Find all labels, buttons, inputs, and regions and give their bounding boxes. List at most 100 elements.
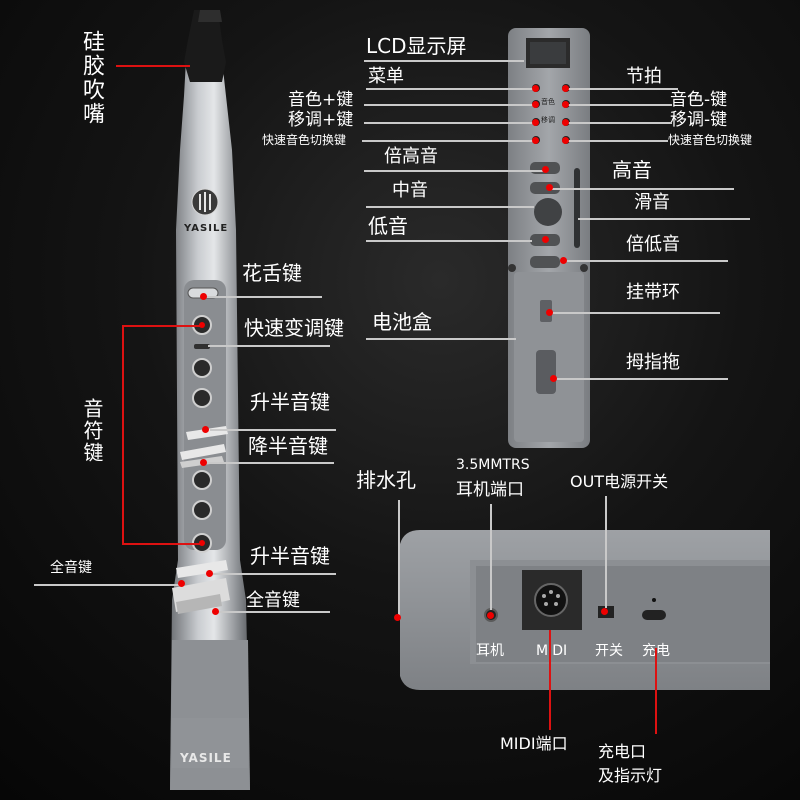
drain-hole-label: 排水孔 <box>356 468 416 492</box>
slide-label: 滑音 <box>634 192 670 213</box>
middle-label: 中音 <box>392 180 428 201</box>
beat-leader <box>568 88 678 90</box>
flat-key-marker <box>200 459 207 466</box>
tone-minus-leader <box>568 104 672 106</box>
midi-port-label: MIDI端口 <box>500 734 568 753</box>
port-headphone-label: 耳机 <box>476 643 504 659</box>
tone-minus-label: 音色-键 <box>670 90 728 110</box>
strap-ring-label: 挂带环 <box>626 282 680 303</box>
sharp-key-2-marker <box>206 570 213 577</box>
low-leader <box>366 240 532 242</box>
quick-tone-right-marker <box>562 137 569 144</box>
power-switch-label: OUT电源开关 <box>570 472 669 491</box>
transpose-button-mark: 移调 <box>541 116 555 124</box>
headphone-port-leader <box>490 504 492 610</box>
drain-hole-leader <box>398 500 400 618</box>
note-keys-bracket <box>122 325 124 545</box>
strap-ring-marker <box>546 309 553 316</box>
full-key-2-label: 全音键 <box>246 590 300 611</box>
octave-high-label: 倍高音 <box>384 146 438 167</box>
menu-label: 菜单 <box>368 66 404 87</box>
mouthpiece-label: 硅胶吹嘴 <box>79 30 104 126</box>
octave-high-marker <box>542 166 549 173</box>
headphone-spec-label: 3.5MMTRS <box>456 457 530 473</box>
flat-key-label: 降半音键 <box>248 434 328 458</box>
transpose-plus-leader <box>364 122 534 124</box>
low-label: 低音 <box>368 214 408 238</box>
octave-low-marker <box>560 257 567 264</box>
octave-high-leader <box>364 170 546 172</box>
menu-marker <box>532 85 539 92</box>
quick-transpose-label: 快速变调键 <box>244 316 344 340</box>
transpose-plus-marker <box>532 119 539 126</box>
mouthpiece-leader <box>116 65 190 67</box>
thumb-rest-marker <box>550 375 557 382</box>
lcd-label: LCD显示屏 <box>366 34 467 58</box>
transpose-minus-label: 移调-键 <box>670 110 728 130</box>
flat-key-leader <box>204 462 334 464</box>
tone-plus-marker <box>532 101 539 108</box>
tongue-key-label: 花舌键 <box>242 261 302 285</box>
battery-box-label: 电池盒 <box>372 310 432 334</box>
thumb-rest-label: 拇指拖 <box>626 352 680 373</box>
lcd-leader <box>364 60 524 62</box>
sharp-key-1-marker <box>202 426 209 433</box>
quick-tone-left-label: 快速音色切换键 <box>262 133 347 147</box>
high-label: 高音 <box>612 158 652 182</box>
headphone-port-marker <box>487 612 494 619</box>
sharp-key-1-label: 升半音键 <box>250 390 330 414</box>
brand-logo-top: YASILE <box>184 223 229 234</box>
note-keys-label: 音符键 <box>80 398 104 464</box>
tone-plus-leader <box>364 104 534 106</box>
tongue-key-leader <box>204 296 322 298</box>
charge-port-label-2: 及指示灯 <box>598 766 663 785</box>
beat-label: 节拍 <box>626 66 662 87</box>
octave-low-label: 倍低音 <box>626 234 680 255</box>
beat-marker <box>562 85 569 92</box>
full-key-2-marker <box>212 608 219 615</box>
full-key-1-marker <box>178 580 185 587</box>
octave-low-leader <box>562 260 728 262</box>
bottom-view <box>400 530 770 690</box>
low-marker <box>542 236 549 243</box>
quick-tone-left-marker <box>532 137 539 144</box>
port-switch-label: 开关 <box>595 643 623 659</box>
transpose-plus-label: 移调+键 <box>288 110 354 130</box>
power-switch-leader <box>605 496 607 608</box>
charge-port-leader <box>655 648 657 734</box>
instrument-body <box>170 10 250 790</box>
middle-leader <box>366 206 534 208</box>
control-panel <box>508 28 590 448</box>
power-switch-marker <box>601 608 608 615</box>
quick-tone-left-leader <box>362 140 534 142</box>
port-midi-label: MIDI <box>536 643 568 659</box>
note-keys-bracket-top <box>122 325 200 327</box>
strap-ring-leader <box>552 312 720 314</box>
quick-tone-right-label: 快速音色切换键 <box>668 133 753 147</box>
full-key-2-leader <box>216 611 330 613</box>
full-key-1-leader <box>34 584 184 586</box>
sharp-key-2-label: 升半音键 <box>250 544 330 568</box>
sharp-key-1-leader <box>210 429 336 431</box>
note-keys-bracket-bottom <box>122 543 200 545</box>
full-key-1-label: 全音键 <box>50 560 92 576</box>
transpose-minus-leader <box>568 122 672 124</box>
drain-hole-marker <box>394 614 401 621</box>
tone-plus-label: 音色+键 <box>288 90 354 110</box>
thumb-rest-leader <box>556 378 728 380</box>
tone-minus-marker <box>562 101 569 108</box>
tone-button-mark: 音色 <box>541 98 555 106</box>
brand-logo-bottom: YASILE <box>180 751 232 765</box>
quick-tone-right-leader <box>568 140 668 142</box>
transpose-minus-marker <box>562 119 569 126</box>
tongue-key-marker <box>200 293 207 300</box>
sharp-key-2-leader <box>210 573 336 575</box>
slide-leader <box>578 218 750 220</box>
charge-port-label-1: 充电口 <box>598 742 647 761</box>
headphone-port-label: 耳机端口 <box>456 480 524 500</box>
high-marker <box>546 184 553 191</box>
quick-transpose-leader <box>208 345 330 347</box>
battery-box-leader <box>366 338 516 340</box>
high-leader <box>552 188 734 190</box>
